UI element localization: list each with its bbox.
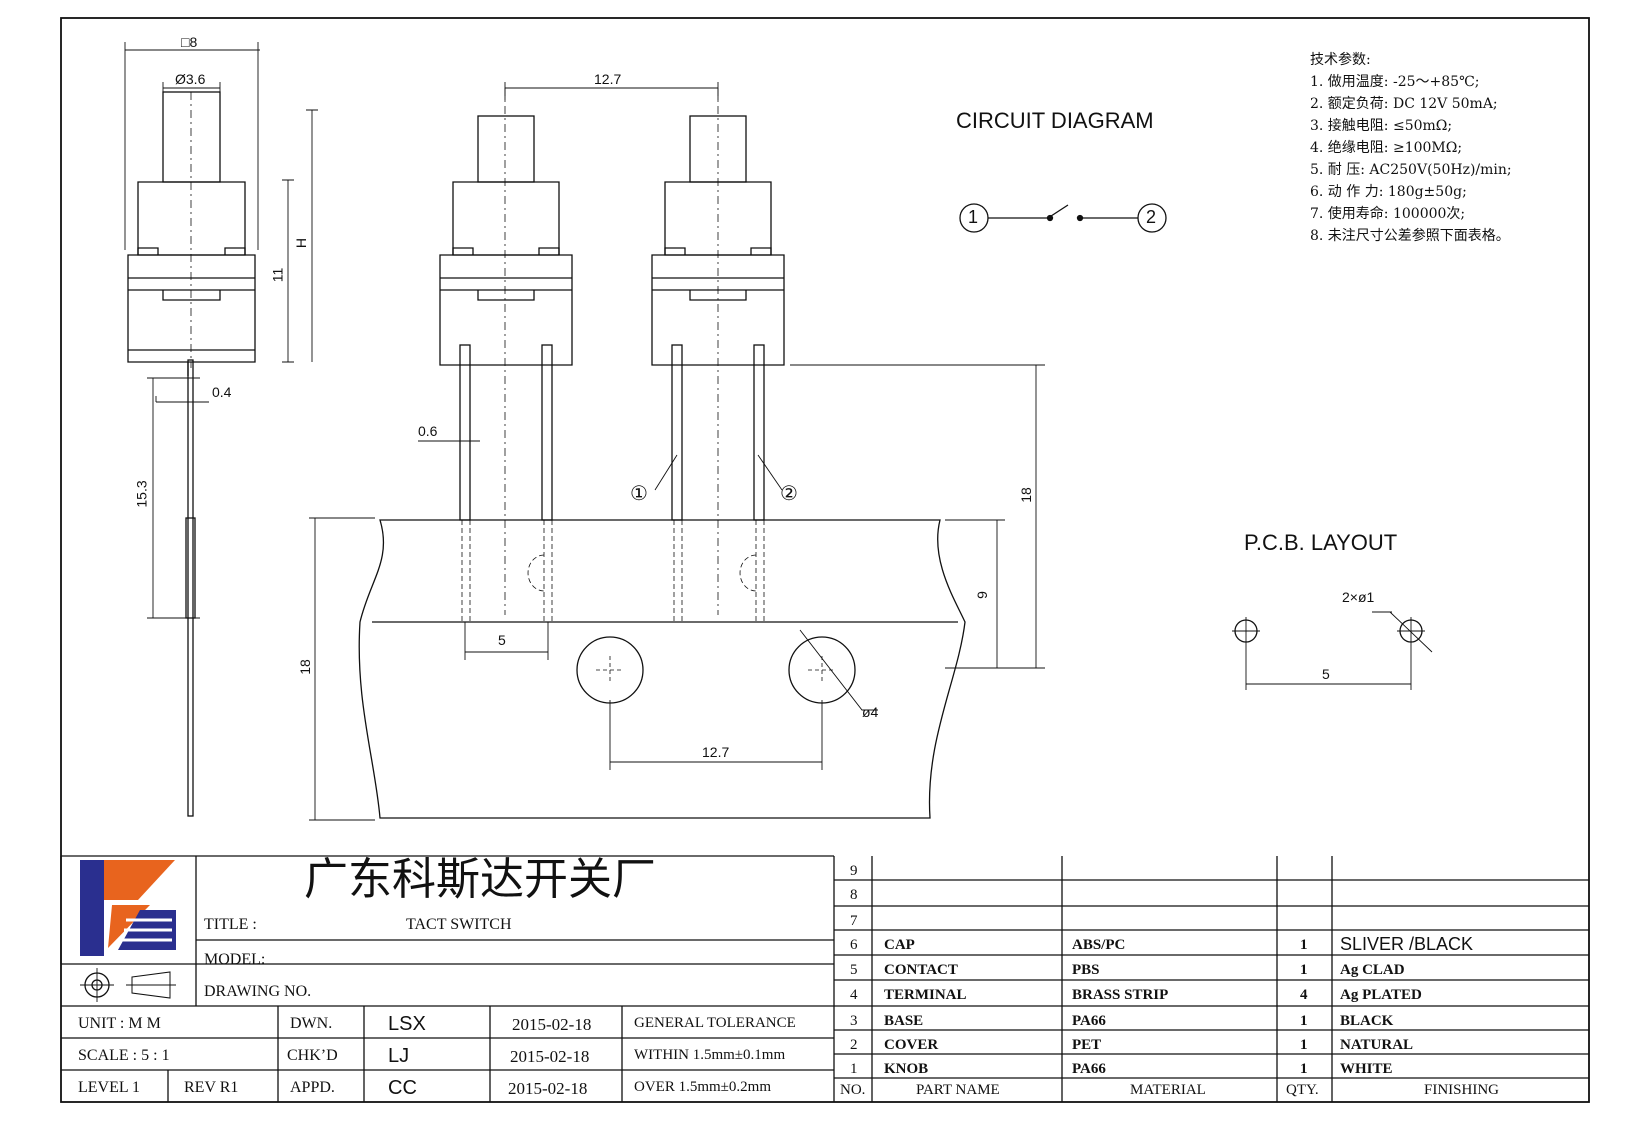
spec-line: 1. 做用温度: -25～+85℃; [1310,74,1480,90]
bom-cell-no: 7 [850,913,858,929]
rev-field: REV R1 [184,1079,239,1096]
front-view [309,82,1045,821]
dim-18-right: 18 [1017,487,1034,503]
pcb-layout-title: P.C.B. LAYOUT [1244,530,1398,555]
tolerance-over: OVER 1.5mm±0.2mm [634,1079,771,1095]
bom-cell-finish: BLACK [1340,1013,1394,1029]
bom-cell-qty: 1 [1300,1061,1308,1077]
lead-label-1: ① [630,483,648,505]
dim-dia-3-6: Ø3.6 [175,71,206,87]
bom-cell-part: KNOB [884,1061,929,1077]
bom-header-qty: QTY. [1286,1082,1319,1098]
spec-line: 8. 未注尺寸公差参照下面表格。 [1310,228,1510,244]
dim-0-6: 0.6 [418,423,438,439]
bom-cell-finish: WHITE [1340,1061,1393,1077]
circuit-pin-1: 1 [968,207,979,227]
dim-9: 9 [973,591,990,599]
spec-line: 3. 接触电阻: ≤50mΩ; [1310,118,1453,134]
checked-date: 2015-02-18 [510,1047,590,1066]
bom-cell-part: TERMINAL [884,987,967,1003]
bom-cell-finish: SLIVER /BLACK [1340,934,1474,954]
title-label: TITLE : [204,916,257,933]
bom-cell-part: CAP [884,937,915,953]
checked-by: LJ [388,1045,410,1067]
approved-date: 2015-02-18 [508,1079,588,1098]
dim-0-4: 0.4 [212,384,232,400]
dim-15-3: 15.3 [133,480,150,508]
lead-label-2: ② [780,483,798,505]
unit-field: UNIT : M M [78,1015,161,1032]
approved-by: CC [388,1077,417,1099]
circuit-diagram [959,203,1167,233]
dim-h: H [293,237,310,249]
bom-cell-part: COVER [884,1037,939,1053]
bom-cell-part: CONTACT [884,962,958,978]
bom-cell-finish: Ag PLATED [1340,987,1422,1003]
title-block-grid [60,855,1589,1102]
spec-line: 5. 耐 压: AC250V(50Hz)/min; [1310,162,1512,178]
bom-cell-material: PA66 [1072,1013,1106,1029]
dwn-label: DWN. [290,1015,333,1032]
drawn-date: 2015-02-18 [512,1015,592,1034]
bom-cell-no: 4 [850,987,858,1003]
side-view [124,42,318,817]
pcb-hole-dim: 2×ø1 [1342,589,1375,605]
bom-cell-no: 2 [850,1037,858,1053]
spec-line: 7. 使用寿命: 100000次; [1310,206,1466,222]
company-name: 广东科斯达开关厂 [304,855,656,904]
bom-cell-no: 9 [850,863,858,879]
spec-line: 4. 绝缘电阻: ≥100MΩ; [1310,140,1463,156]
specs-title: 技术参数: [1310,52,1371,68]
bom-cell-material: PBS [1072,962,1100,978]
dim-square-8: □8 [181,34,198,50]
title-value: TACT SWITCH [406,916,512,933]
spec-line: 6. 动 作 力: 180g±50g; [1310,184,1467,200]
bom-cell-qty: 1 [1300,937,1308,953]
dim-12-7-bottom: 12.7 [702,744,730,760]
company-logo [80,860,176,956]
dim-18-left: 18 [296,659,313,675]
bom-cell-no: 3 [850,1013,858,1029]
chkd-label: CHK’D [287,1047,338,1064]
bom-header-no: NO. [840,1082,866,1098]
bom-cell-no: 6 [850,937,858,953]
tolerance-within: WITHIN 1.5mm±0.1mm [634,1047,786,1063]
bom-cell-qty: 1 [1300,1037,1308,1053]
bom-cell-qty: 1 [1300,1013,1308,1029]
bom-cell-no: 1 [850,1061,858,1077]
bom-cell-material: PET [1072,1037,1102,1053]
pcb-layout [1232,611,1433,690]
bom-cell-qty: 1 [1300,962,1308,978]
bom-header-part: PART NAME [916,1082,1000,1098]
bom-cell-no: 8 [850,887,858,903]
dim-12-7-top: 12.7 [594,71,622,87]
dim-5: 5 [498,632,506,648]
bom-cell-material: PA66 [1072,1061,1106,1077]
bom-cell-material: ABS/PC [1072,937,1126,953]
bom-cell-finish: NATURAL [1340,1037,1414,1053]
circuit-diagram-title: CIRCUIT DIAGRAM [956,108,1154,133]
circuit-pin-2: 2 [1146,207,1157,227]
drawing-no-label: DRAWING NO. [204,983,312,1000]
dim-11: 11 [269,267,286,283]
scale-field: SCALE : 5 : 1 [78,1047,170,1064]
bom-header-material: MATERIAL [1130,1082,1206,1098]
bom-cell-qty: 4 [1300,987,1308,1003]
model-label: MODEL: [204,951,266,968]
bom-cell-finish: Ag CLAD [1340,962,1405,978]
bom-cell-part: BASE [884,1013,924,1029]
pcb-pitch-dim: 5 [1322,666,1330,682]
tolerance-title: GENERAL TOLERANCE [634,1015,796,1031]
dim-dia-4: ø4 [862,704,879,720]
bom-header-finishing: FINISHING [1424,1082,1499,1098]
appd-label: APPD. [290,1079,335,1096]
bom-cell-no: 5 [850,962,858,978]
level-field: LEVEL 1 [78,1079,141,1096]
drawn-by: LSX [388,1013,426,1035]
bom-cell-material: BRASS STRIP [1072,987,1169,1003]
spec-line: 2. 额定负荷: DC 12V 50mA; [1310,96,1498,112]
